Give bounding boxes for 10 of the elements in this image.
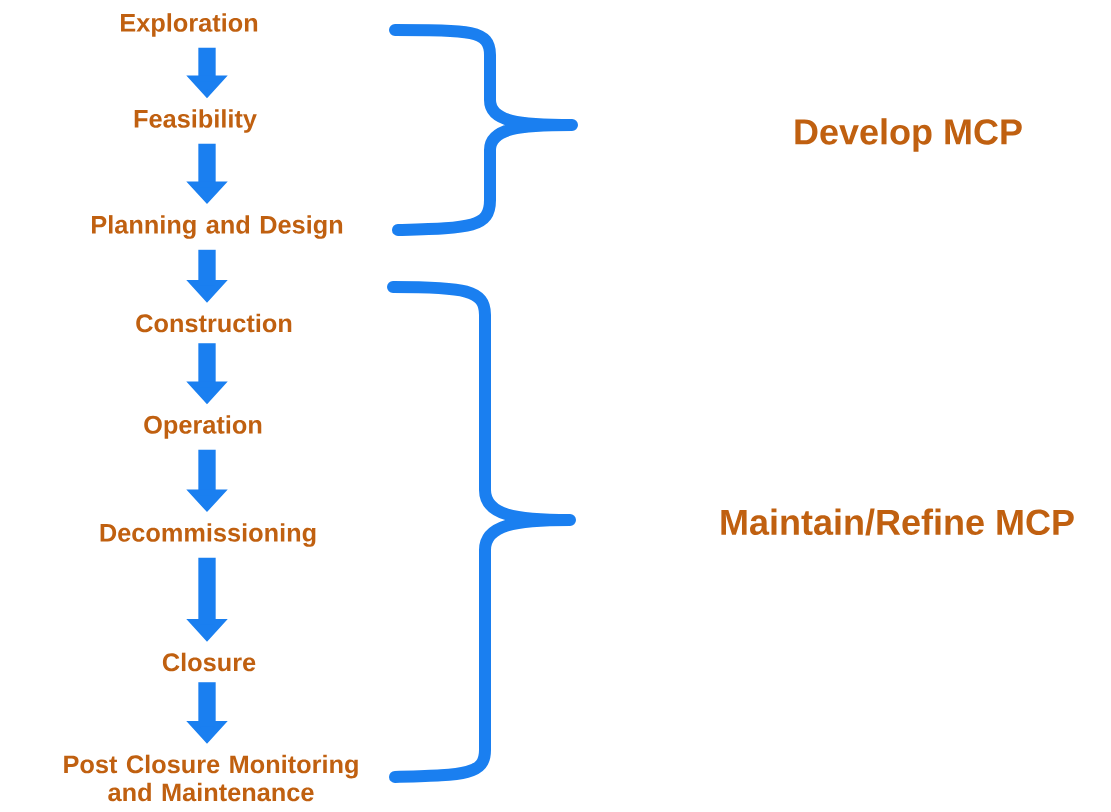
stage-label: Closure <box>162 652 256 672</box>
stage-label: Planning and Design <box>92 215 343 239</box>
phase-label: Maintain/Refine MCP <box>721 508 1074 536</box>
phase-label: Develop MCP <box>795 118 1022 152</box>
stage-label: Decommissioning <box>100 523 316 547</box>
stage-label: Exploration <box>121 13 258 37</box>
stage-label: Post Closure Monitoring and Maintenance <box>64 754 358 802</box>
stage-label: Construction <box>136 313 292 333</box>
stage-label: Feasibility <box>134 109 257 133</box>
stage-label: Operation <box>144 415 262 439</box>
